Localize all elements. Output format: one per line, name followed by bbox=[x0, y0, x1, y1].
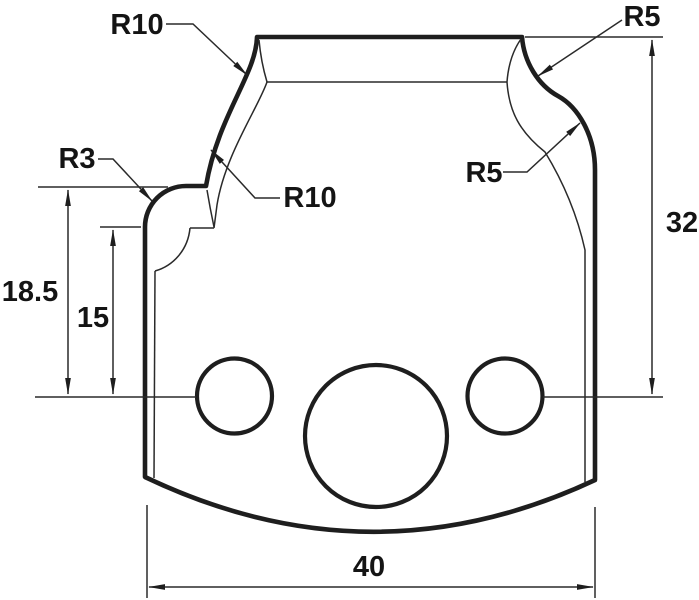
label-dim-15: 15 bbox=[77, 302, 109, 334]
knife-profile-outline bbox=[142, 34, 598, 535]
label-dim-18-5: 18.5 bbox=[2, 276, 58, 308]
bevel-step-riser bbox=[206, 189, 215, 228]
leader-r5-mid bbox=[503, 122, 581, 173]
label-dim-32: 32 bbox=[666, 207, 698, 239]
leader-r3 bbox=[98, 158, 153, 202]
leader-lines bbox=[98, 19, 623, 202]
mounting-hole-right bbox=[465, 356, 545, 436]
leader-r5-top bbox=[537, 19, 623, 77]
bevel-ogee-right bbox=[506, 81, 586, 482]
center-bore bbox=[302, 362, 450, 510]
bevel-ogee-left bbox=[213, 81, 268, 229]
label-r5-mid: R5 bbox=[465, 157, 502, 189]
mounting-hole-left bbox=[194, 356, 275, 436]
leader-r10-top bbox=[166, 23, 248, 76]
dimension-lines bbox=[65, 39, 655, 590]
bevel-facet-right bbox=[506, 38, 522, 83]
bevel-facet-left bbox=[258, 39, 268, 83]
label-r3: R3 bbox=[58, 143, 95, 175]
label-dim-40: 40 bbox=[353, 551, 385, 583]
bevel-cove-left bbox=[154, 227, 191, 272]
leader-r10-mid bbox=[210, 149, 280, 199]
label-r10-mid: R10 bbox=[283, 182, 336, 214]
extension-lines bbox=[35, 36, 663, 598]
bevel-left-edge bbox=[153, 270, 156, 479]
bevel-back-lines bbox=[153, 38, 586, 482]
label-r5-top: R5 bbox=[623, 1, 660, 33]
label-r10-top: R10 bbox=[110, 9, 163, 41]
